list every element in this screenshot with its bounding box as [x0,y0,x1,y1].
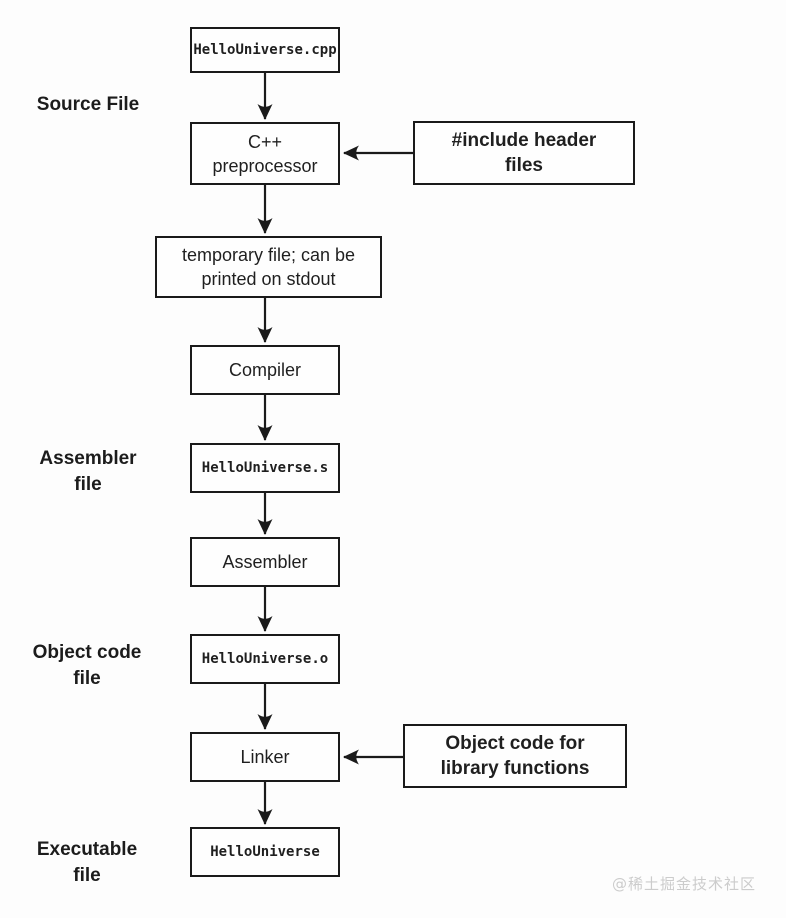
node-preprocessor: C++ preprocessor [190,122,340,185]
node-executable: HelloUniverse [190,827,340,877]
label-object-code-file: Object code file [32,642,142,689]
node-assembly-file: HelloUniverse.s [190,443,340,493]
node-library-objects: Object code for library functions [403,724,627,788]
label-executable-file: Executable file [36,839,138,886]
node-compiler: Compiler [190,345,340,395]
node-assembler: Assembler [190,537,340,587]
node-temp-file: temporary file; can be printed on stdout [155,236,382,298]
label-source-file: Source File [36,94,140,115]
node-include-headers: #include header files [413,121,635,185]
watermark: @稀土掘金技术社区 [612,875,757,893]
node-linker: Linker [190,732,340,782]
node-source-file: HelloUniverse.cpp [190,27,340,73]
node-object-file: HelloUniverse.o [190,634,340,684]
label-assembler-file: Assembler file [39,448,137,495]
